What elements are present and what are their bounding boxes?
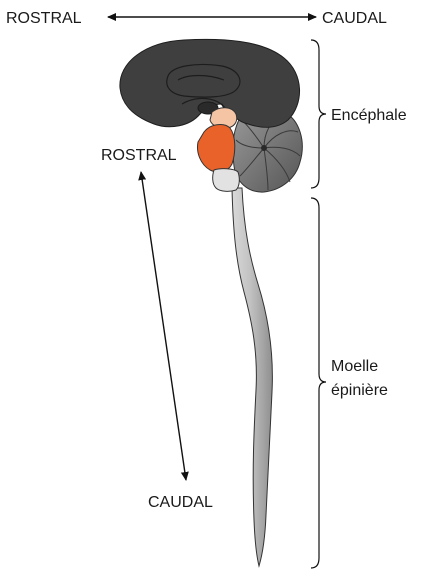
spinal-cord <box>232 188 272 566</box>
side-axis-caudal-label: CAUDAL <box>148 494 213 511</box>
moelle-label-line1: Moelle <box>331 358 378 375</box>
moelle-group: Moelle épinière <box>311 198 388 568</box>
side-axis: ROSTRAL CAUDAL <box>101 147 213 511</box>
top-axis-caudal-label: CAUDAL <box>322 10 387 27</box>
top-axis-rostral-label: ROSTRAL <box>6 10 82 27</box>
pons-highlight <box>198 125 235 172</box>
top-axis: ROSTRAL CAUDAL <box>6 10 387 27</box>
moelle-label-line2: épinière <box>331 382 388 399</box>
brainstem <box>198 108 240 192</box>
side-axis-rostral-label: ROSTRAL <box>101 147 177 164</box>
moelle-bracket <box>311 198 326 568</box>
encephale-bracket <box>311 40 326 188</box>
encephale-group: Encéphale <box>311 40 407 188</box>
encephale-label: Encéphale <box>331 107 407 124</box>
cerebrum <box>120 39 300 127</box>
medulla <box>213 169 240 192</box>
side-axis-arrow <box>141 172 186 480</box>
